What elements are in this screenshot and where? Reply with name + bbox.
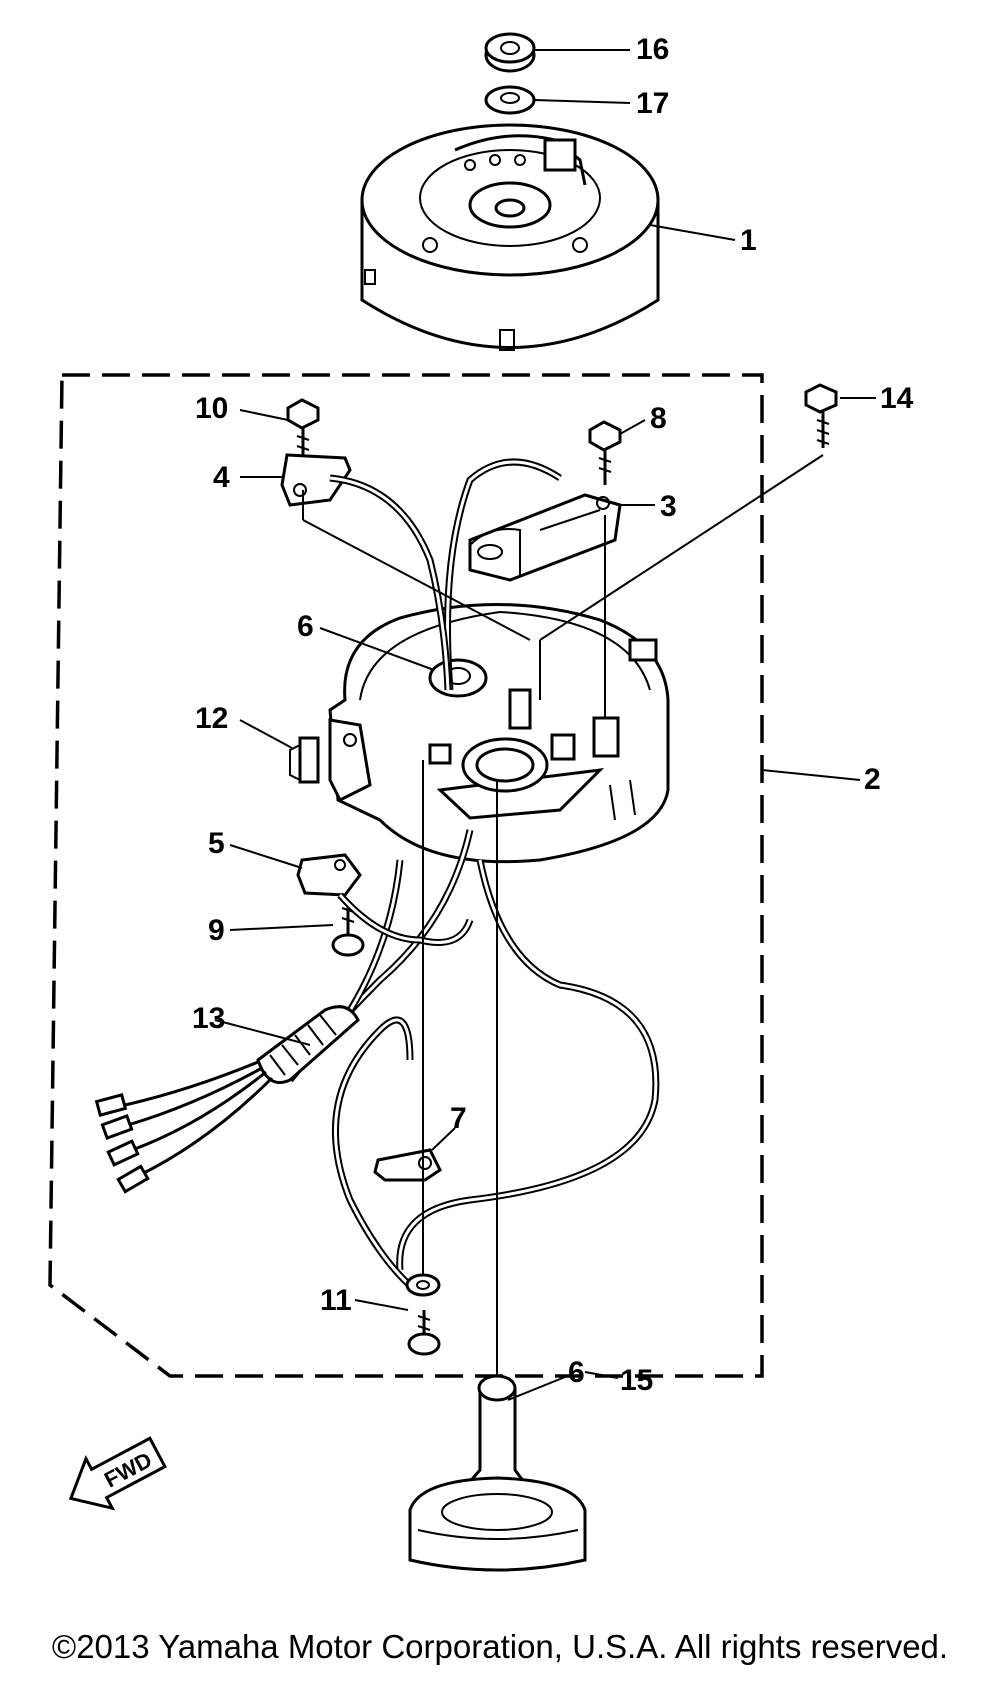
- callout-11: 11: [320, 1284, 352, 1317]
- callout-labels: 16 17 1 14 10 8 4 3 6 12 2 5 9 13 7 11 6…: [192, 33, 914, 1397]
- callout-10: 10: [195, 392, 228, 425]
- callout-6-shaft: 6: [568, 1356, 585, 1389]
- assembly-2-boundary: [48, 373, 764, 1378]
- callout-12: 12: [195, 702, 228, 735]
- part-12-terminal: [289, 736, 320, 784]
- alignment-lines: [302, 454, 824, 1375]
- part-8-bolt: [588, 420, 622, 485]
- callout-7: 7: [450, 1102, 467, 1135]
- part-4-pulser-coil: [280, 453, 352, 507]
- part-2-stator-base: [328, 602, 670, 864]
- part-10-bolt: [286, 398, 320, 465]
- part-13-harness-sleeve: [94, 1005, 360, 1194]
- part-15-crankshaft: [408, 1374, 587, 1572]
- callout-14: 14: [880, 382, 914, 415]
- callout-8: 8: [650, 402, 667, 435]
- callout-5: 5: [208, 827, 225, 860]
- callout-1: 1: [740, 224, 757, 257]
- callout-13: 13: [192, 1002, 225, 1035]
- part-6-grommet: [428, 658, 488, 698]
- leader-lines: [214, 49, 876, 1401]
- part-11-screw: [407, 1310, 441, 1356]
- callout-15: 15: [620, 1364, 653, 1397]
- part-3-charge-coil: [468, 493, 622, 582]
- callout-3: 3: [660, 490, 677, 523]
- callout-2: 2: [864, 763, 881, 796]
- callout-4: 4: [213, 461, 230, 494]
- callout-9: 9: [208, 914, 225, 947]
- part-7-clamp: [373, 1148, 442, 1182]
- ground-ring-terminal: [405, 1273, 441, 1297]
- part-17-washer: [484, 85, 536, 115]
- part-5-coil: [296, 853, 362, 897]
- callout-6-stator: 6: [297, 610, 314, 643]
- callout-16: 16: [636, 33, 669, 66]
- part-16-nut: [484, 32, 536, 73]
- copyright-notice: ©2013 Yamaha Motor Corporation, U.S.A. A…: [51, 1628, 949, 1665]
- callout-17: 17: [636, 87, 669, 120]
- fwd-arrow-icon: FWD: [68, 1436, 167, 1511]
- part-1-flywheel-rotor: [360, 123, 660, 351]
- part-14-bolt: [804, 383, 838, 448]
